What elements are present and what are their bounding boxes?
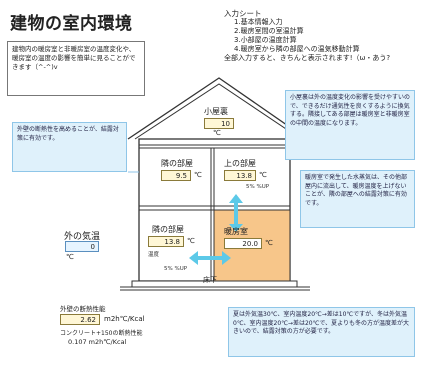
instructions-note: 全部入力すると、きちんと表示されます!（ω・あう? (224, 54, 391, 62)
down-arrow-head (229, 224, 243, 232)
note-season-comparison-text: 夏は外気温30℃、室内温度20℃→差は10℃ですが、冬は外気温0℃、室内温度20… (233, 311, 409, 335)
next-room-bottom-side-label: 5% %UP (164, 266, 188, 272)
next-room-top-label: 隣の部屋 (161, 159, 193, 168)
instruction-item: 1.基本情報入力 (234, 18, 283, 26)
attic-label: 小屋裏 (204, 107, 228, 116)
side-arrow-head-left (189, 251, 198, 265)
description-box: 建物内の暖房室と非暖房室の温度変化や、暖房室の温度の影響を簡単に見ることができま… (7, 41, 145, 96)
description-text: 建物内の暖房室と非暖房室の温度変化や、暖房室の温度の影響を簡単に見ることができま… (12, 45, 136, 71)
heated-room-unit: ℃ (265, 239, 273, 247)
next-room-top-temp-input[interactable]: 9.5 (161, 170, 191, 181)
page-title: 建物の室内環境 (10, 14, 133, 34)
insulation-sub-label: コンクリート+150の断熱性能 (60, 330, 143, 337)
side-arrow-head-right (222, 251, 231, 265)
instructions: 入力シート 1.基本情報入力 2.暖房室間の室温計算 3.小部屋の温度計算 4.… (224, 9, 420, 63)
insulation-title: 外壁の断熱性能 (60, 305, 106, 313)
instructions-heading: 入力シート (224, 9, 262, 18)
roof-outer-line (127, 77, 308, 140)
note-insulation: 外壁の断熱性を高めることが、結露対策に有効です。 (12, 122, 127, 172)
upper-room-unit: ℃ (259, 171, 267, 179)
next-room-bottom-label: 隣の部屋 (152, 225, 184, 234)
attic-temp-input[interactable]: 10 (204, 118, 234, 129)
next-room-top-unit: ℃ (194, 171, 202, 179)
insulation-value-input[interactable]: 2.62 (60, 314, 100, 325)
upper-room-temp-input[interactable]: 13.8 (224, 170, 256, 181)
instruction-item: 2.暖房室間の室温計算 (234, 27, 304, 35)
upper-room-up-label: 5% %UP (246, 184, 270, 190)
instruction-item: 3.小部屋の温度計算 (234, 36, 297, 44)
outside-temp-input[interactable]: 0 (65, 241, 99, 252)
outside-label: 外の気温 (64, 232, 101, 242)
instruction-item: 4.暖房室から隣の部屋への温気移動計算 (234, 45, 360, 53)
floor-label: 床下 (203, 276, 217, 284)
up-arrow-head (229, 194, 243, 203)
roof-inner-line (134, 83, 302, 140)
note-attic: 小屋裏は外の温度変化の影響を受けやすいので、できるだけ通気性を良くするように換気… (285, 90, 415, 160)
heated-room-temp-input[interactable]: 20.0 (224, 238, 262, 249)
next-room-bottom-temp-label: 温度 (148, 252, 160, 258)
heated-room-label: 暖房室 (224, 227, 248, 236)
note-season-comparison: 夏は外気温30℃、室内温度20℃→差は10℃ですが、冬は外気温0℃、室内温度20… (228, 307, 415, 357)
attic-unit: ℃ (213, 129, 221, 137)
insulation-unit: m2h℃/Kcal (104, 315, 145, 323)
upper-room-label: 上の部屋 (224, 159, 256, 168)
outside-unit: ℃ (66, 253, 74, 261)
insulation-sub-value: 0.107 m2h℃/Kcal (68, 338, 127, 346)
note-heated-room: 暖房室で発生した水蒸気は、その他部屋内に流出して、暖房温度を上げないことが、隣の… (300, 170, 415, 228)
next-room-bottom-unit: ℃ (187, 237, 195, 245)
note-heated-room-text: 暖房室で発生した水蒸気は、その他部屋内に流出して、暖房温度を上げないことが、隣の… (305, 174, 408, 207)
next-room-bottom-temp-input[interactable]: 13.8 (148, 236, 184, 247)
note-attic-text: 小屋裏は外の温度変化の影響を受けやすいので、できるだけ通気性を良くするように換気… (290, 94, 411, 127)
note-insulation-text: 外壁の断熱性を高めることが、結露対策に有効です。 (17, 126, 119, 142)
